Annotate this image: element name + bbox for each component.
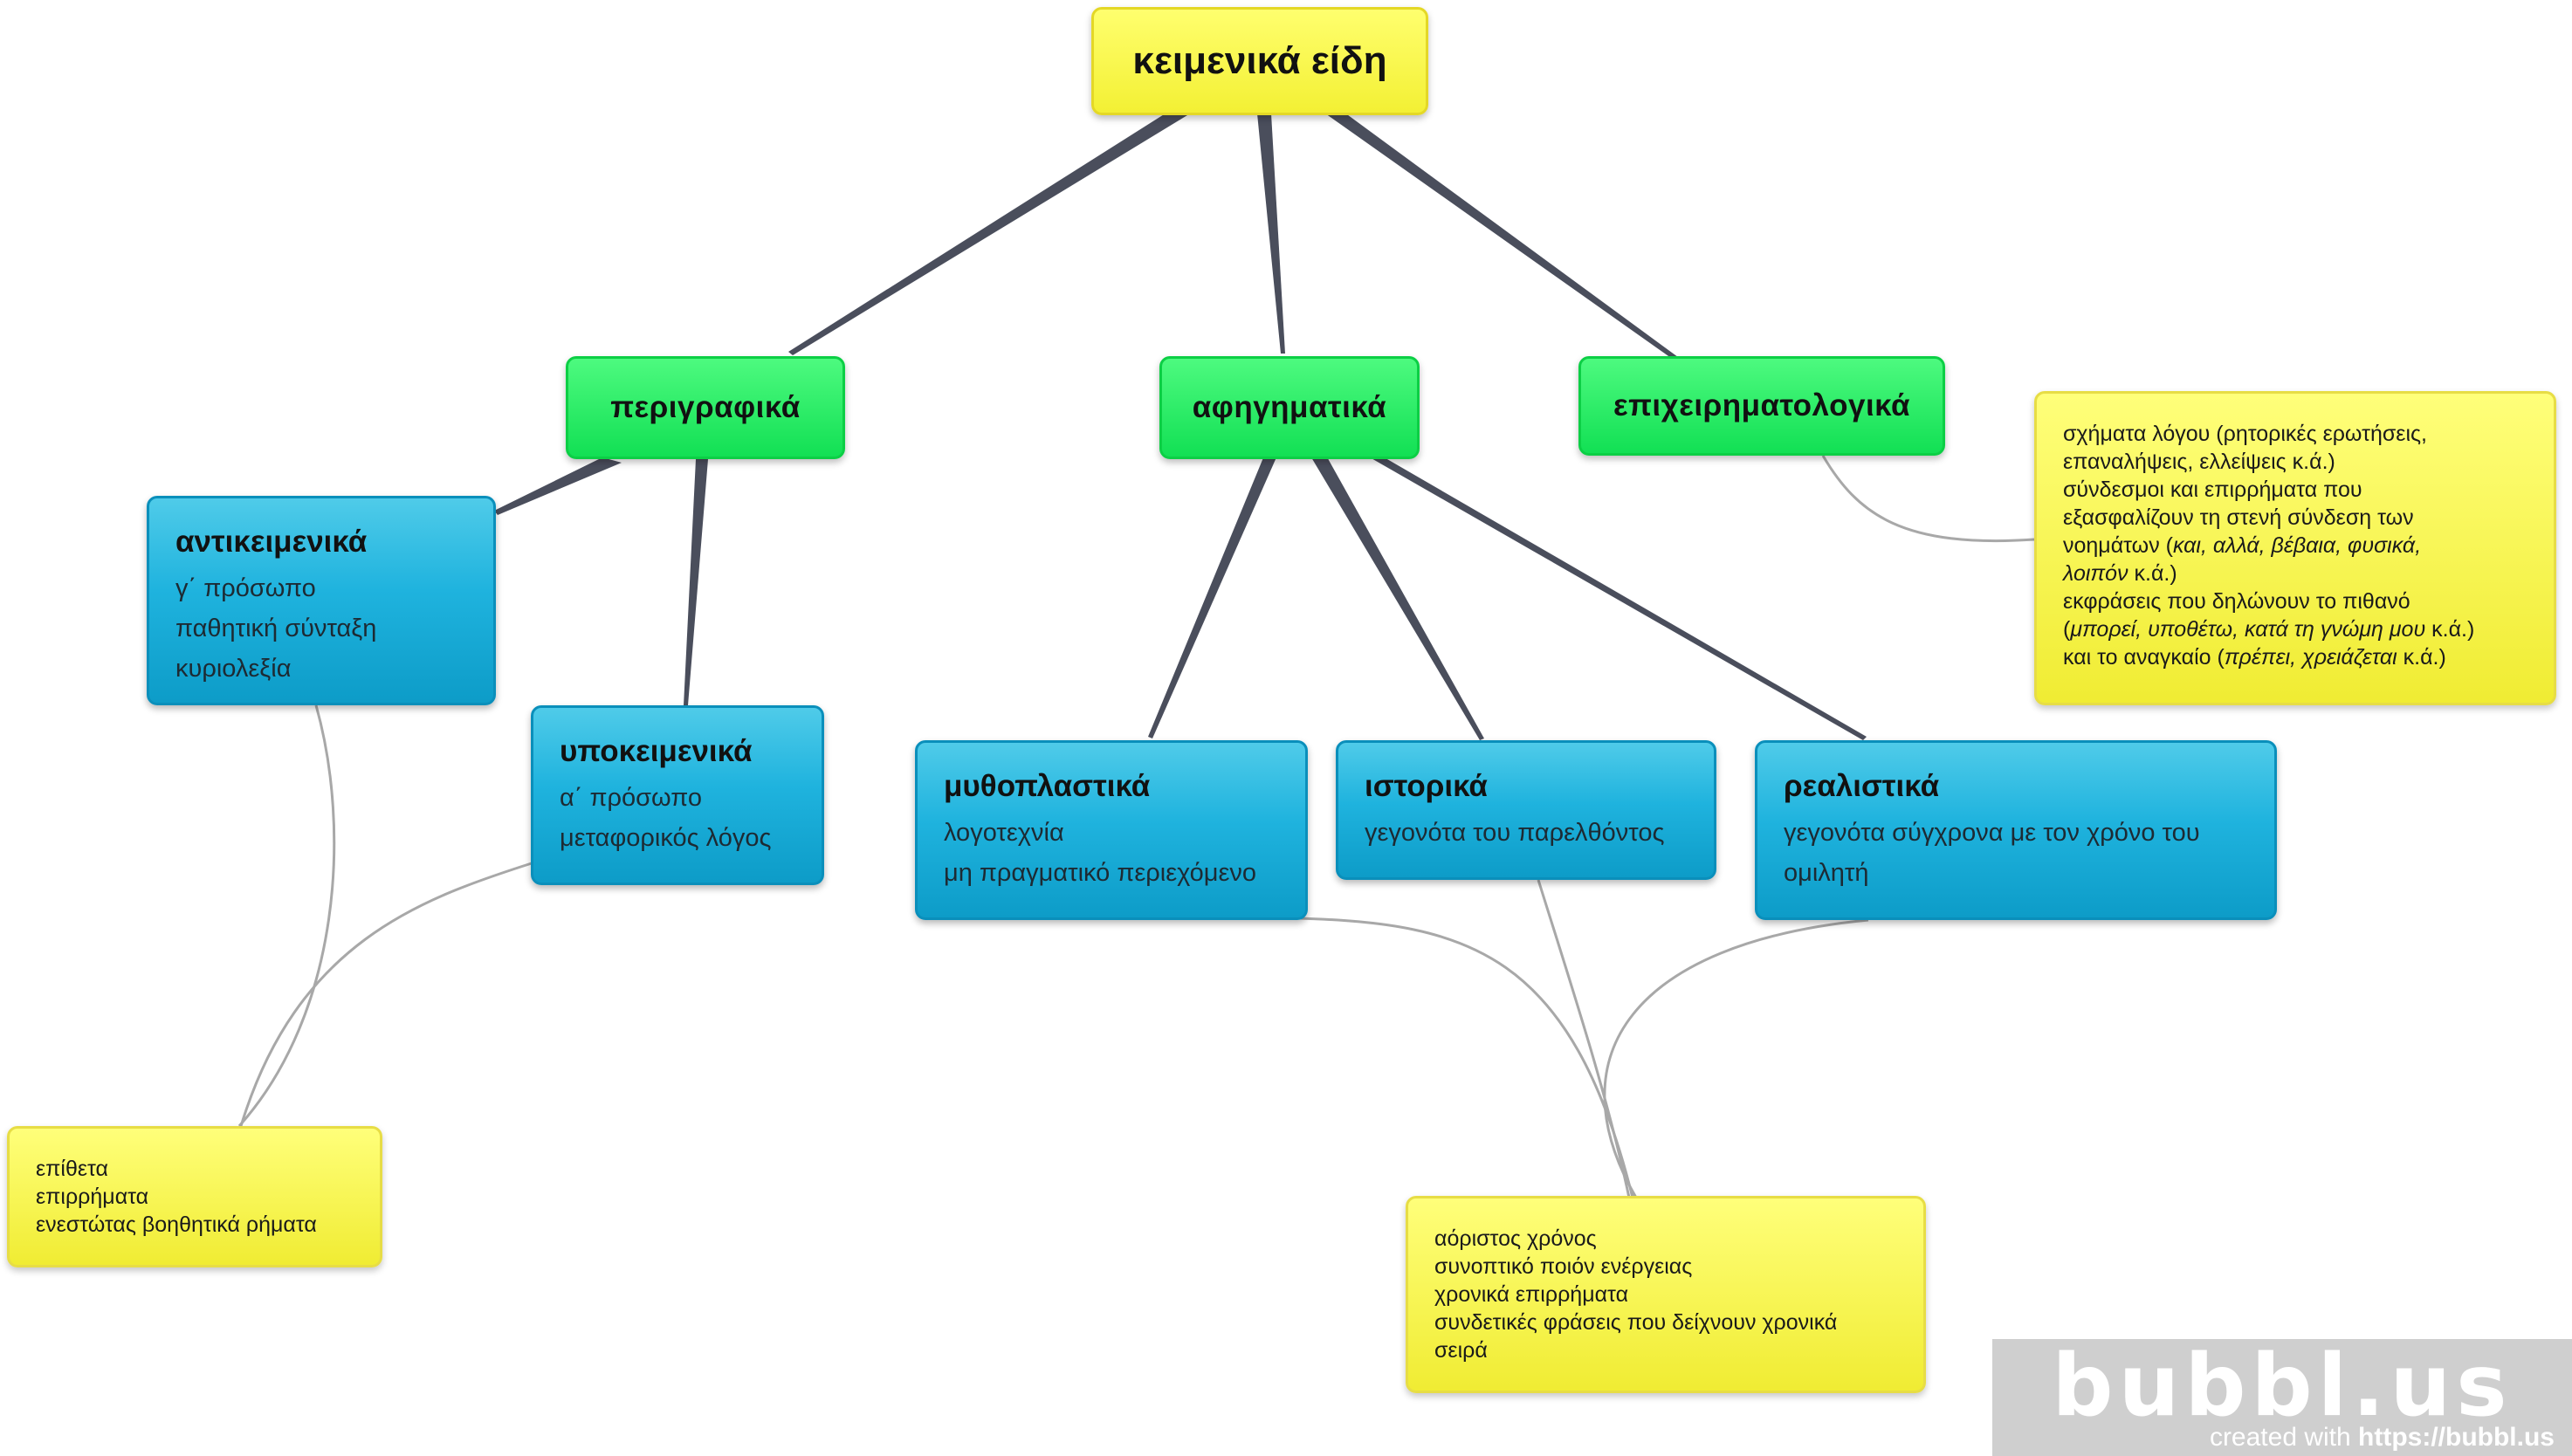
subtype-line: λογοτεχνία xyxy=(944,819,1064,847)
note-text: κ.ά.) xyxy=(2128,561,2177,586)
subtype-subjective[interactable]: υποκειμενικά α΄ πρόσωπο μεταφορικός λόγο… xyxy=(531,705,824,885)
note-link-argumentative xyxy=(1821,455,2035,543)
subtype-title: ιστορικά xyxy=(1365,769,1488,803)
subtype-line: μεταφορικός λόγος xyxy=(560,824,772,852)
note-line: εκφράσεις που δηλώνουν το πιθανό xyxy=(2063,589,2410,614)
note-link-historical xyxy=(1537,879,1631,1198)
note-line: χρονικά επιρρήματα xyxy=(1434,1282,1629,1307)
note-argumentative[interactable]: σχήματα λόγου (ρητορικές ερωτήσεις, επαν… xyxy=(2034,391,2556,705)
note-line: επίθετα xyxy=(36,1157,108,1181)
created-with-credit: created with https://bubbl.us xyxy=(1992,1423,2555,1453)
note-line: εξασφαλίζουν τη στενή σύνδεση των xyxy=(2063,505,2414,530)
subtype-line: γεγονότα σύγχρονα με τον χρόνο του xyxy=(1784,819,2200,847)
root-label: κειμενικά είδη xyxy=(1132,39,1387,82)
subtype-title: υποκειμενικά xyxy=(560,734,753,768)
note-line: αόριστος χρόνος xyxy=(1434,1226,1597,1251)
note-link-fictional xyxy=(1298,917,1634,1198)
connector-root-descriptive xyxy=(788,112,1187,355)
subtype-line: παθητική σύνταξη xyxy=(175,615,377,642)
note-line: σειρά xyxy=(1434,1338,1488,1363)
subtype-title: ρεαλιστικά xyxy=(1784,769,1940,803)
connector-descriptive-objective xyxy=(494,457,622,515)
category-label: αφηγηματικά xyxy=(1192,390,1387,424)
category-label: περιγραφικά xyxy=(610,390,801,424)
note-text: κ.ά.) xyxy=(2397,645,2446,670)
note-text: κ.ά.) xyxy=(2425,617,2475,642)
connector-root-argumentative xyxy=(1325,110,1681,362)
note-text: νοημάτων ( xyxy=(2063,533,2173,558)
credit-url: https://bubbl.us xyxy=(2358,1423,2555,1452)
note-line: σύνδεσμοι και επιρρήματα που xyxy=(2063,477,2362,502)
category-label: επιχειρηματολογικά xyxy=(1613,388,1911,422)
note-line: (μπορεί, υποθέτω, κατά τη γνώμη μου κ.ά.… xyxy=(2063,615,2527,643)
note-link-objective xyxy=(237,704,336,1127)
root-node[interactable]: κειμενικά είδη xyxy=(1091,7,1428,115)
note-line: συνδετικές φράσεις που δείχνουν χρονικά xyxy=(1434,1310,1838,1335)
connector-narrative-realistic xyxy=(1364,454,1867,740)
note-italic: λοιπόν xyxy=(2063,561,2128,586)
note-descriptive[interactable]: επίθετα επιρρήματα ενεστώτας βοηθητικά ρ… xyxy=(7,1126,382,1267)
note-line: συνοπτικό ποιόν ενέργειας xyxy=(1434,1254,1693,1279)
note-narrative[interactable]: αόριστος χρόνος συνοπτικό ποιόν ενέργεια… xyxy=(1406,1196,1926,1393)
note-link-subjective xyxy=(239,861,535,1127)
note-line: λοιπόν κ.ά.) xyxy=(2063,560,2527,587)
note-line: νοημάτων (και, αλλά, βέβαια, φυσικά, xyxy=(2063,532,2527,560)
note-italic: πρέπει, χρειάζεται xyxy=(2224,645,2397,670)
connector-descriptive-subjective xyxy=(684,459,708,705)
note-line: επιρρήματα xyxy=(36,1185,149,1209)
category-narrative[interactable]: αφηγηματικά xyxy=(1159,356,1420,459)
note-text: και το αναγκαίο ( xyxy=(2063,645,2225,670)
subtype-objective[interactable]: αντικειμενικά γ΄ πρόσωπο παθητική σύνταξ… xyxy=(147,496,496,705)
subtype-line: ομιλητή xyxy=(1784,859,1869,887)
bubbl-watermark[interactable]: bubbl.us created with https://bubbl.us xyxy=(1992,1339,2572,1456)
subtype-line: α΄ πρόσωπο xyxy=(560,784,702,812)
connector-narrative-historical xyxy=(1311,454,1484,740)
subtype-line: κυριολεξία xyxy=(175,655,292,683)
subtype-title: αντικειμενικά xyxy=(175,525,368,559)
subtype-fictional[interactable]: μυθοπλαστικά λογοτεχνία μη πραγματικό πε… xyxy=(915,740,1308,920)
connector-root-narrative xyxy=(1257,113,1285,354)
subtype-line: γ΄ πρόσωπο xyxy=(175,574,316,602)
category-argumentative[interactable]: επιχειρηματολογικά xyxy=(1578,356,1945,456)
note-italic: μπορεί, υποθέτω, κατά τη γνώμη μου xyxy=(2070,617,2426,642)
subtype-historical[interactable]: ιστορικά γεγονότα του παρελθόντος xyxy=(1336,740,1716,880)
subtype-title: μυθοπλαστικά xyxy=(944,769,1151,803)
category-descriptive[interactable]: περιγραφικά xyxy=(566,356,845,459)
note-link-realistic xyxy=(1603,918,1869,1198)
subtype-line: μη πραγματικό περιεχόμενο xyxy=(944,859,1257,887)
credit-text: created with xyxy=(2209,1423,2359,1452)
subtype-line: γεγονότα του παρελθόντος xyxy=(1365,819,1665,847)
connector-narrative-fictional xyxy=(1148,456,1276,738)
note-italic: και, αλλά, βέβαια, φυσικά, xyxy=(2172,533,2422,558)
note-text: ( xyxy=(2063,617,2071,642)
note-line: και το αναγκαίο (πρέπει, χρειάζεται κ.ά.… xyxy=(2063,643,2527,671)
note-line: σχήματα λόγου (ρητορικές ερωτήσεις, xyxy=(2063,422,2428,446)
subtype-realistic[interactable]: ρεαλιστικά γεγονότα σύγχρονα με τον χρόν… xyxy=(1755,740,2277,920)
note-line: ενεστώτας βοηθητικά ρήματα xyxy=(36,1212,317,1237)
note-line: επαναλήψεις, ελλείψεις κ.ά.) xyxy=(2063,450,2335,474)
bubbl-logo: bubbl.us xyxy=(2052,1336,2513,1436)
